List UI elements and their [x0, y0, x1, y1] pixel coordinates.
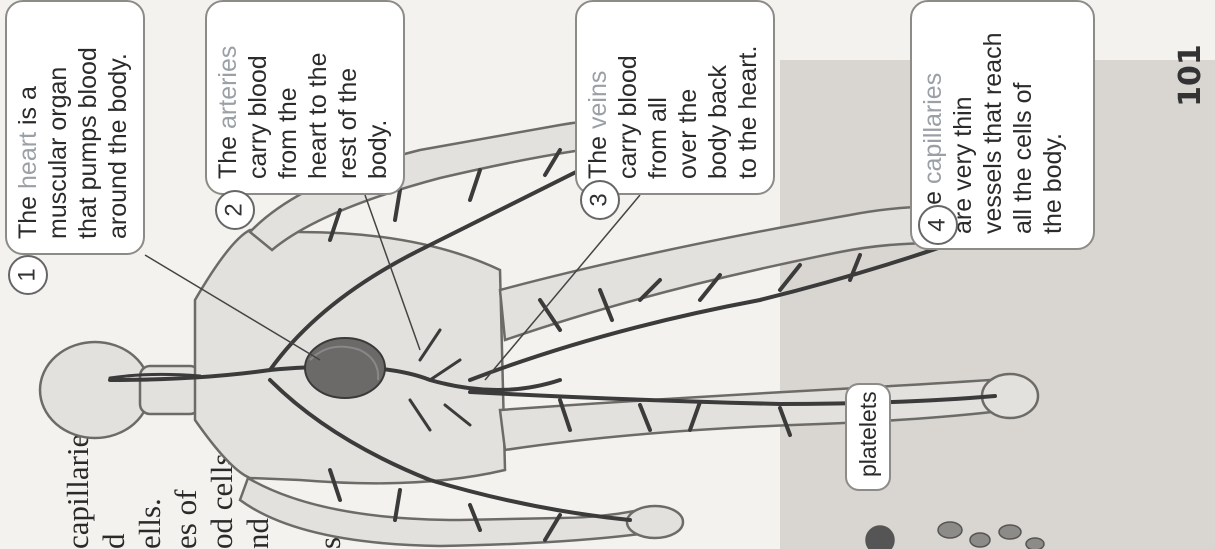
leg-lower: [500, 380, 992, 450]
callout-text: body back: [703, 12, 733, 179]
callout-number-1: 1: [8, 255, 48, 295]
head: [40, 342, 150, 438]
callout-text: The: [14, 189, 42, 239]
keyword-arteries: arteries: [214, 46, 242, 129]
callout-veins: The veins carry blood from all over the …: [575, 0, 775, 195]
callout-text: all the cells of: [1008, 12, 1038, 234]
platelets-label: platelets: [845, 383, 891, 491]
callout-text: from all: [643, 12, 673, 179]
callout-text: is a: [14, 86, 42, 132]
callout-text: vessels that reach: [978, 12, 1008, 234]
callout-text: that pumps blood: [73, 12, 103, 239]
heart-organ: [305, 338, 385, 398]
callout-number-4: 4: [918, 205, 958, 245]
keyword-capillaries: capillaries: [919, 73, 947, 184]
callout-text: are very thin: [948, 12, 978, 234]
callout-text: to the heart.: [733, 12, 763, 179]
callout-text: carry blood: [243, 12, 273, 179]
hand: [627, 506, 683, 538]
keyword-heart: heart: [14, 132, 42, 189]
blood-cells-decoration: [866, 522, 1044, 549]
callout-text: the body.: [1038, 12, 1068, 234]
callout-arteries: The arteries carry blood from the heart …: [205, 0, 405, 195]
callout-text: The: [214, 129, 242, 179]
callout-text: from the: [273, 12, 303, 179]
callout-number-2: 2: [215, 190, 255, 230]
callout-text: The: [584, 129, 612, 179]
callout-text: around the body.: [103, 12, 133, 239]
page-number: 101: [1170, 40, 1210, 110]
callout-text: body.: [363, 12, 393, 179]
callout-heart: The heart is a muscular organ that pumps…: [5, 0, 145, 255]
keyword-veins: veins: [584, 71, 612, 129]
callout-text: over the: [673, 12, 703, 179]
callout-text: rest of the: [333, 12, 363, 179]
callout-text: heart to the: [303, 12, 333, 179]
callout-text: muscular organ: [43, 12, 73, 239]
callout-number-3: 3: [580, 180, 620, 220]
callout-text: carry blood: [613, 12, 643, 179]
